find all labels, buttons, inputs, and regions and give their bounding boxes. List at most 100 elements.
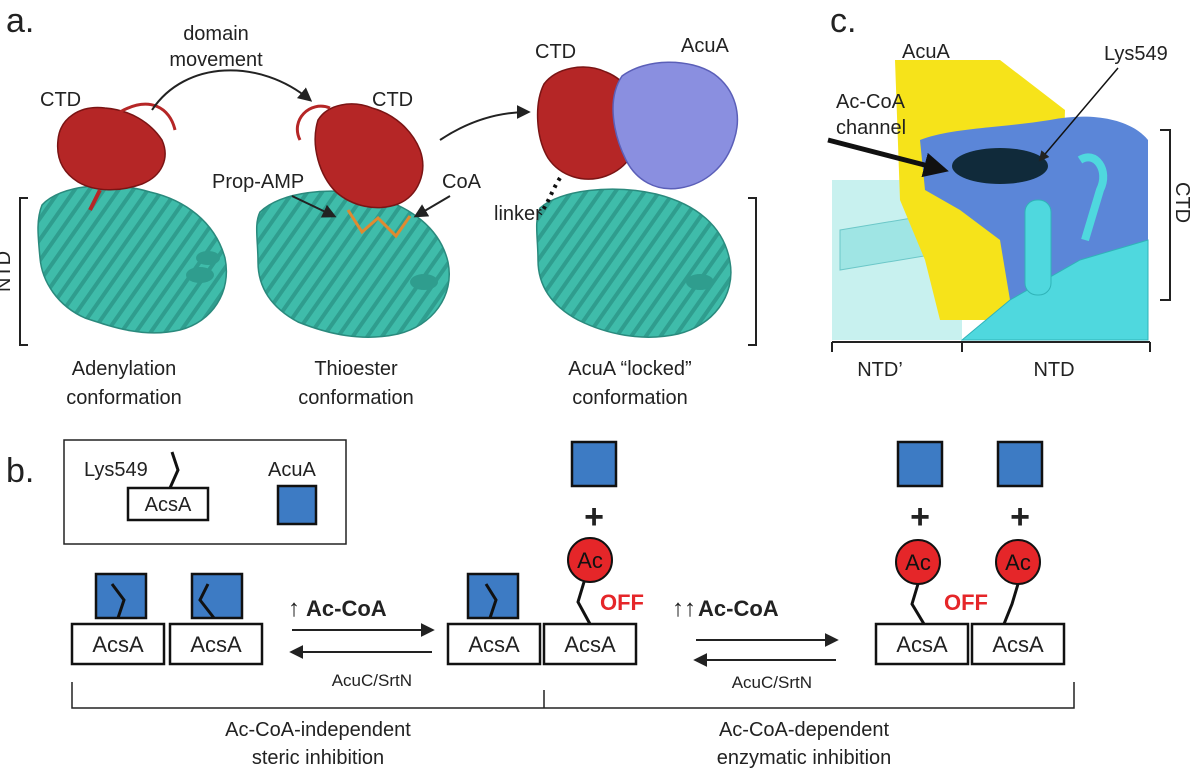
state-2: AcsA + Ac OFF AcsA xyxy=(446,440,644,666)
reaction1-forward: Ac-CoA xyxy=(306,596,387,621)
locking-arrow xyxy=(439,105,531,141)
lysine-chain-5 xyxy=(910,583,926,625)
caption-thioester-1: Thioester xyxy=(314,358,398,380)
group-bracket xyxy=(71,682,1075,709)
acsa-box-1 xyxy=(70,622,166,666)
caption-adenylation-2: conformation xyxy=(66,387,182,409)
lysine-chain-1 xyxy=(110,583,126,619)
ctd-domain-1 xyxy=(56,106,166,191)
ctd-label-2: CTD xyxy=(372,89,413,111)
off-label-2: OFF xyxy=(944,590,988,615)
plus-2: + xyxy=(910,498,930,536)
reaction2-forward: Ac-CoA xyxy=(698,596,779,621)
helix-coil-4 xyxy=(686,274,714,290)
acetyl-circle-1 xyxy=(567,537,613,583)
channel-arrow xyxy=(827,137,949,178)
group1-line2: steric inhibition xyxy=(252,747,384,769)
legend-acua-square xyxy=(276,484,318,526)
domain-movement-arrow xyxy=(151,69,313,111)
linker-1 xyxy=(88,189,102,211)
domain-movement-line1: domain xyxy=(183,23,249,45)
helix-coil-1 xyxy=(186,267,214,283)
caption-locked-1: AcuA “locked” xyxy=(568,358,691,380)
acetyl-text-3: Ac xyxy=(1005,550,1031,575)
coa-label: CoA xyxy=(442,171,482,193)
lysine-chain-4 xyxy=(576,581,592,625)
ntd-domain-3 xyxy=(535,188,732,338)
ntd-domain-1 xyxy=(37,184,228,334)
ntd-bracket-c xyxy=(831,341,1151,352)
structure-adenylation xyxy=(37,102,228,334)
caption-locked-2: conformation xyxy=(572,387,688,409)
free-acua-3 xyxy=(996,440,1044,488)
free-acua-1 xyxy=(570,440,618,488)
coa-arrow xyxy=(413,195,451,218)
acetyl-text-1: Ac xyxy=(577,548,603,573)
panel-b: b. Lys549 AcsA AcuA AcsA AcsA ↑ Ac-CoA A… xyxy=(6,439,1075,769)
ntd-label-a: NTD xyxy=(0,251,15,292)
reaction1-up-arrow: ↑ xyxy=(288,595,300,622)
legend-acsa-text: AcsA xyxy=(145,494,192,516)
ctd-loop-1 xyxy=(119,102,177,131)
acsa-text-5: AcsA xyxy=(896,632,948,657)
acsa-box-5 xyxy=(874,622,970,666)
ctd-label-3: CTD xyxy=(535,41,576,63)
ntd-label-c: NTD xyxy=(1033,359,1074,381)
legend-lys549: Lys549 xyxy=(84,459,148,481)
lysine-chain-6 xyxy=(1002,583,1020,625)
state-3: + Ac AcsA + Ac OFF AcsA xyxy=(874,440,1066,666)
ligand-sticks xyxy=(346,209,412,239)
ntd-cartoon xyxy=(960,239,1149,341)
linker-label: linker xyxy=(494,203,542,225)
acsa-box-6 xyxy=(970,622,1066,666)
lysine-chain-3 xyxy=(484,583,498,619)
acua-label-c: AcuA xyxy=(902,41,950,63)
plus-3: + xyxy=(1010,498,1030,536)
legend-box xyxy=(63,439,347,545)
ntd-bracket xyxy=(19,197,28,346)
ctd-bracket-c xyxy=(1160,129,1171,301)
plus-1: + xyxy=(584,498,604,536)
acua-bound-2 xyxy=(190,572,244,620)
ntd-prime-label: NTD’ xyxy=(857,359,903,381)
acsa-box-3 xyxy=(446,622,542,666)
legend-acsa-box xyxy=(126,486,210,522)
panel-c-label: c. xyxy=(830,2,856,40)
channel-label-1: Ac-CoA xyxy=(836,91,906,113)
reaction2-reverse: AcuC/SrtN xyxy=(732,673,812,692)
acsa-text-1: AcsA xyxy=(92,632,144,657)
ctd-domain-2 xyxy=(314,103,424,209)
structure-thioester xyxy=(255,103,450,338)
panel-b-label: b. xyxy=(6,452,34,490)
caption-adenylation-1: Adenylation xyxy=(72,358,177,380)
structure-locked xyxy=(535,61,739,338)
channel-label-2: channel xyxy=(836,117,906,139)
state-1: AcsA AcsA xyxy=(70,572,264,666)
group1-line1: Ac-CoA-independent xyxy=(225,719,411,741)
acetyl-text-2: Ac xyxy=(905,550,931,575)
helix-coil-2 xyxy=(196,251,220,265)
acsa-box-2 xyxy=(168,622,264,666)
acua-domain xyxy=(612,61,739,190)
legend-acua-text: AcuA xyxy=(268,459,316,481)
acsa-text-2: AcsA xyxy=(190,632,242,657)
acsa-text-4: AcsA xyxy=(564,632,616,657)
legend-lysine-chain xyxy=(168,451,180,489)
prop-amp-label: Prop-AMP xyxy=(212,171,304,193)
helix-coil-3 xyxy=(410,274,438,290)
acsa-text-3: AcsA xyxy=(468,632,520,657)
panel-a-label: a. xyxy=(6,2,34,40)
acua-label-a: AcuA xyxy=(681,35,729,57)
ctd-loop-2 xyxy=(295,104,331,141)
panel-a: a. CTD NTD domain movement CTD Pr xyxy=(0,2,757,409)
reaction2-up-arrows: ↑↑ xyxy=(672,595,696,622)
helix-cylinder xyxy=(1024,199,1052,296)
ctd-strand xyxy=(1077,153,1108,242)
caption-thioester-2: conformation xyxy=(298,387,414,409)
acsa-text-6: AcsA xyxy=(992,632,1044,657)
off-label-1: OFF xyxy=(600,590,644,615)
panel-c: c. AcuA Lys549 Ac-CoA channel CTD NTD’ N… xyxy=(827,2,1193,381)
ctd-label-1: CTD xyxy=(40,89,81,111)
ntd-bracket-right xyxy=(748,197,757,346)
